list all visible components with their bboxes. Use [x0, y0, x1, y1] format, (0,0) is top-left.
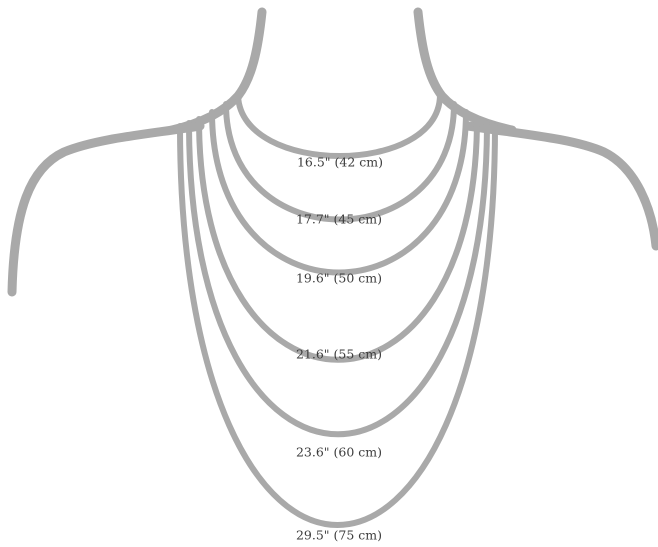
necklace-length-label-17-7in: 17.7" (45 cm) [296, 212, 382, 227]
necklace-length-labels: 16.5" (42 cm) 17.7" (45 cm) 19.6" (50 cm… [296, 155, 383, 543]
necklace-chain-19-6in [212, 112, 466, 273]
necklace-chain-16-5in [238, 96, 440, 156]
body-silhouette [12, 12, 656, 292]
necklace-length-label-23-6in: 23.6" (60 cm) [296, 445, 382, 460]
necklace-length-label-16-5in: 16.5" (42 cm) [297, 155, 383, 170]
necklace-length-label-21-6in: 21.6" (55 cm) [296, 347, 382, 362]
necklace-length-label-29-5in: 29.5" (75 cm) [296, 528, 382, 543]
necklace-length-label-19-6in: 19.6" (50 cm) [296, 271, 382, 286]
necklace-chain-29-5in [180, 126, 495, 525]
left-shoulder-outline [12, 126, 200, 292]
neck-left-outline [172, 12, 262, 130]
